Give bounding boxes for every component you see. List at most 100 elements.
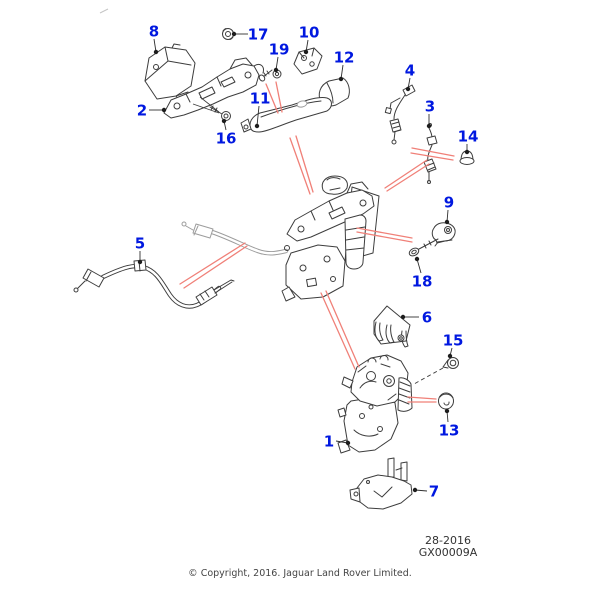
- connector-line: [199, 96, 220, 113]
- part-15-clip-art: [442, 357, 459, 369]
- callout-3: 3: [425, 98, 435, 129]
- callout-leader-line: [416, 258, 422, 274]
- part-16-screw-art: [209, 105, 231, 121]
- callout-dot: [444, 408, 450, 414]
- callout-label-18[interactable]: 18: [412, 273, 433, 291]
- assembly-link-line: [384, 159, 428, 189]
- callout-dot: [338, 76, 344, 82]
- dashed-link-line: [413, 367, 444, 385]
- part-2-carrier-art: [163, 57, 264, 119]
- callout-dot: [414, 256, 420, 262]
- callout-label-19[interactable]: 19: [269, 41, 290, 59]
- callout-label-10[interactable]: 10: [299, 24, 320, 42]
- callout-label-14[interactable]: 14: [458, 128, 479, 146]
- part-8-actuator-art: [144, 43, 196, 105]
- callout-11: 11: [250, 90, 271, 129]
- callout-label-17[interactable]: 17: [248, 26, 269, 44]
- callout-dot: [273, 67, 279, 73]
- callout-label-16[interactable]: 16: [216, 130, 237, 148]
- callout-18: 18: [412, 256, 433, 291]
- callout-10: 10: [299, 24, 320, 55]
- callout-dot: [161, 107, 167, 113]
- callout-6: 6: [400, 309, 432, 327]
- callout-12: 12: [334, 49, 355, 82]
- callout-dot: [153, 49, 159, 55]
- callout-7: 7: [412, 483, 439, 501]
- callout-dot: [464, 149, 470, 155]
- registration-tick: [99, 8, 109, 14]
- part-7-bracket-art: [349, 457, 413, 510]
- part-9-bracket-art: [431, 222, 456, 247]
- callout-label-13[interactable]: 13: [439, 422, 460, 440]
- assembly-links: [179, 81, 455, 403]
- part-3-cable-art: [423, 123, 438, 184]
- sheet-number: 28-2016: [425, 534, 471, 547]
- callout-label-8[interactable]: 8: [149, 23, 159, 41]
- assembly-link-line: [410, 152, 454, 161]
- callout-4: 4: [405, 62, 415, 92]
- callout-dot: [221, 118, 227, 124]
- part-6-cover-art: [373, 305, 411, 348]
- callout-label-4[interactable]: 4: [405, 62, 415, 80]
- callout-2: 2: [137, 102, 167, 120]
- callout-dot: [303, 49, 309, 55]
- callout-dot: [400, 314, 406, 320]
- callout-label-15[interactable]: 15: [443, 332, 464, 350]
- part-10-bracket-art: [293, 47, 323, 75]
- callout-label-1[interactable]: 1: [324, 433, 334, 451]
- part-5-cable-art: [73, 259, 235, 309]
- callout-label-12[interactable]: 12: [334, 49, 355, 67]
- drawing-code: GX00009A: [419, 546, 478, 559]
- callout-dot: [137, 259, 143, 265]
- part-17-nut-art: [222, 28, 234, 40]
- callout-dot: [447, 353, 453, 359]
- part-4-cable-art: [384, 84, 416, 145]
- copyright-text: © Copyright, 2016. Jaguar Land Rover Lim…: [188, 568, 412, 579]
- part-19-screw-art: [258, 69, 282, 82]
- callout-label-3[interactable]: 3: [425, 98, 435, 116]
- assembly-link-line: [407, 396, 437, 400]
- callout-label-6[interactable]: 6: [422, 309, 432, 327]
- central-assembly-art: [181, 175, 380, 302]
- assembly-link-line: [265, 83, 279, 114]
- assembly-link-line: [289, 137, 311, 195]
- callout-dot: [231, 31, 237, 37]
- callout-16: 16: [216, 118, 237, 148]
- part-11-handle-art: [240, 97, 332, 133]
- callout-dot: [254, 123, 260, 129]
- assembly-link-line: [356, 227, 413, 239]
- callout-15: 15: [443, 332, 464, 359]
- assembly-link-line: [325, 290, 360, 368]
- assembly-link-line: [386, 163, 430, 192]
- callout-19: 19: [269, 41, 290, 73]
- callout-dot: [345, 440, 351, 446]
- callout-9: 9: [444, 194, 454, 225]
- assembly-link-line: [411, 147, 455, 157]
- parts-art: [73, 28, 475, 510]
- callout-17: 17: [231, 26, 269, 44]
- callout-8: 8: [149, 23, 159, 55]
- callout-label-5[interactable]: 5: [135, 235, 145, 253]
- assembly-link-line: [356, 231, 413, 243]
- callout-13: 13: [439, 408, 460, 440]
- part-1-latch-art: [337, 354, 413, 454]
- callout-5: 5: [135, 235, 145, 265]
- callout-1: 1: [324, 433, 351, 451]
- callout-leader-line: [340, 64, 344, 80]
- callout-label-9[interactable]: 9: [444, 194, 454, 212]
- part-13-grommet-art: [438, 392, 454, 413]
- callout-dot: [426, 123, 432, 129]
- callout-label-11[interactable]: 11: [250, 90, 271, 108]
- callout-dot: [412, 487, 418, 493]
- callout-14: 14: [458, 128, 479, 155]
- assembly-link-line: [183, 245, 248, 289]
- part-18-screw-art: [408, 238, 439, 257]
- assembly-link-line: [275, 81, 283, 113]
- callout-dot: [444, 219, 450, 225]
- callout-label-2[interactable]: 2: [137, 102, 147, 120]
- callout-label-7[interactable]: 7: [429, 483, 439, 501]
- callout-leader-line: [256, 105, 260, 127]
